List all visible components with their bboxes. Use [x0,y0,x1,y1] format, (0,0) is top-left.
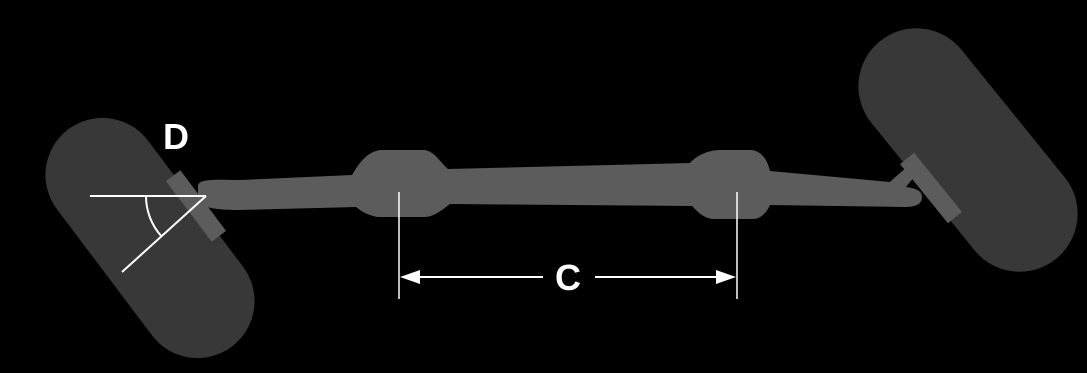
left-wheel [45,117,255,359]
arrowhead-left [400,270,420,284]
angle-wheel-line [121,195,207,273]
arrowhead-right [716,270,736,284]
axle-beam [198,150,922,219]
label-c: C [555,257,581,298]
label-d: D [163,116,189,157]
angle-arc [144,195,163,237]
right-wheel [858,28,1078,272]
